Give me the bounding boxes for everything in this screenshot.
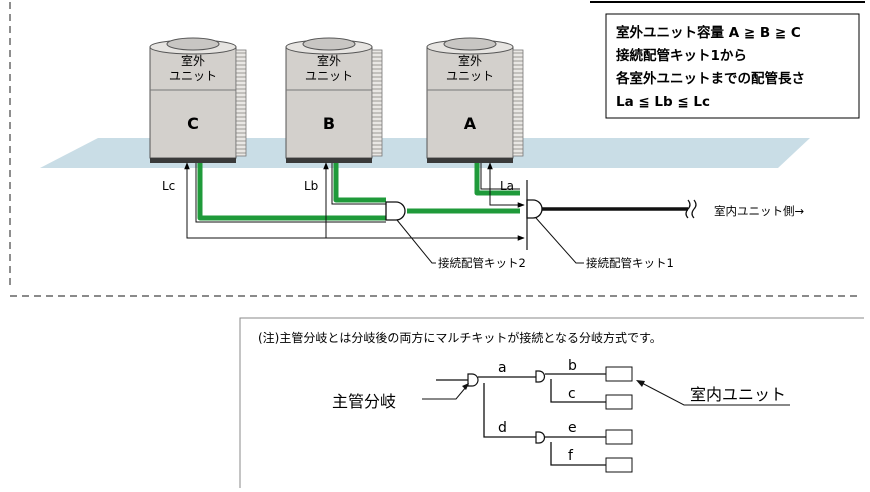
branch-joint-lower [535,431,546,444]
unit-c-label-2: ユニット [169,69,217,83]
kit2-label: 接続配管キット2 [438,256,526,270]
kit1-leader [535,217,584,264]
indoor-unit-label: 室内ユニット [690,385,786,404]
branch-joint-upper [535,370,546,383]
unit-b-label-1: 室外 [317,53,341,68]
unit-a-letter: A [464,114,477,133]
outdoor-unit-a: 室外 ユニット A [426,37,524,163]
indoor-side-label: 室内ユニット側→ [714,204,804,218]
segment-a: a [498,360,507,376]
segment-b: b [568,358,577,374]
outdoor-unit-b: 室外 ユニット B [285,37,383,163]
note-box: (注)主管分岐とは分岐後の両方にマルチキットが接続となる分岐方式です。 a b … [239,317,864,488]
outdoor-unit-c: 室外 ユニット C [149,37,247,163]
unit-c-label-1: 室外 [181,53,205,68]
main-branch-joint [467,373,479,387]
indoor-unit-leader [639,381,790,406]
kit2-leader [396,219,436,264]
legend-line-2: 接続配管キット1から [616,47,747,64]
unit-b-letter: B [323,114,335,133]
legend-box: 室外ユニット容量 A ≧ B ≧ C 接続配管キット1から 各室外ユニットまでの… [590,1,865,119]
unit-c-letter: C [187,114,199,133]
indoor-unit-b [605,366,633,382]
kit2-joint [385,201,406,221]
kit1-joint [526,199,543,219]
unit-a-label-1: 室外 [458,53,482,68]
unit-a-label-2: ユニット [446,69,494,83]
legend-line-4: La ≦ Lb ≦ Lc [616,94,710,110]
segment-c: c [568,386,576,402]
main-branch-leader [422,386,467,400]
note-text: (注)主管分岐とは分岐後の両方にマルチキットが接続となる分岐方式です。 [258,330,662,345]
green-pipes [197,163,520,221]
segment-e: e [568,420,577,436]
indoor-unit-arrowhead [636,380,645,387]
legend-line-3: 各室外ユニットまでの配管長さ [615,70,805,87]
legend-line-1: 室外ユニット容量 A ≧ B ≧ C [616,24,801,41]
main-branch-label: 主管分岐 [332,392,396,411]
indoor-unit-c [605,394,633,410]
break-mark [685,199,697,219]
indoor-unit-e [605,429,633,445]
segment-d: d [498,420,507,436]
label-lb: Lb [304,179,318,193]
main-branch-arrowhead [462,383,469,390]
segment-f: f [568,448,574,464]
label-lc: Lc [162,179,175,193]
kit1-label: 接続配管キット1 [586,256,674,270]
indoor-unit-f [605,457,633,473]
unit-b-label-2: ユニット [305,69,353,83]
label-la: La [500,179,514,193]
